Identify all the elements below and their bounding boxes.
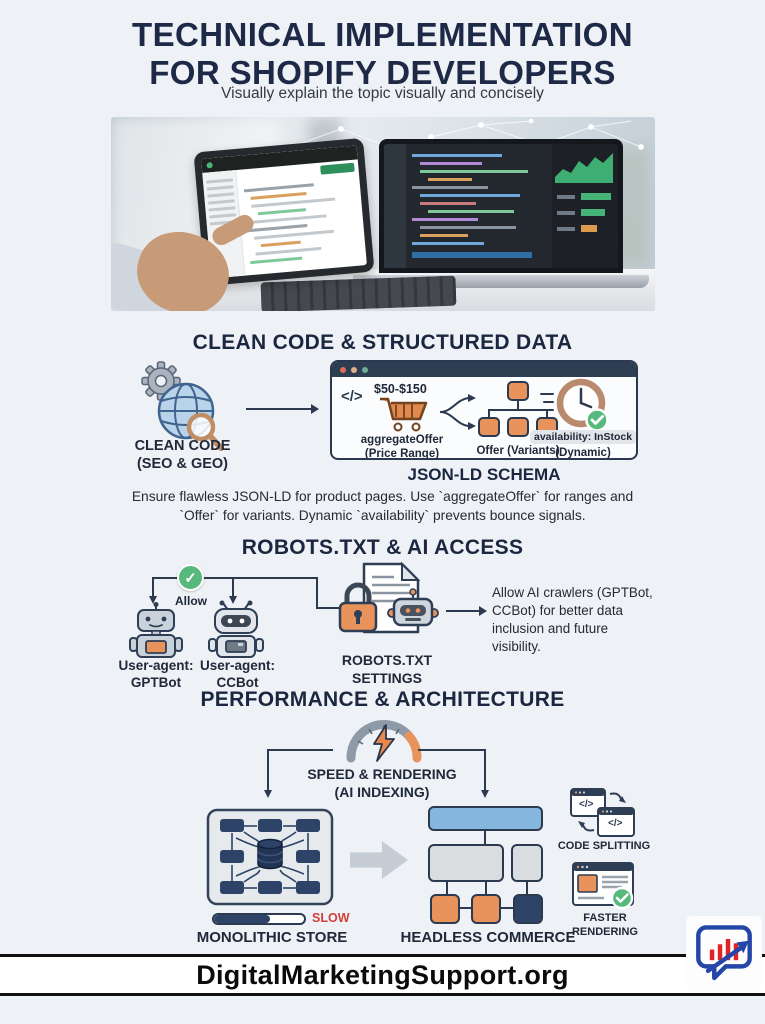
gptbot-label-line1: User-agent:	[118, 658, 194, 673]
section-performance-heading: PERFORMANCE & ARCHITECTURE	[200, 688, 565, 711]
window-dot-yellow-icon	[351, 366, 357, 373]
code-glyph-window1: </>	[579, 799, 594, 810]
gear-icon	[141, 361, 181, 401]
headless-diagram	[428, 806, 546, 926]
page-title-line1: TECHNICAL IMPLEMENTATION	[132, 16, 633, 53]
code-splitting-icon	[570, 788, 635, 837]
section-clean-code-heading: CLEAN CODE & STRUCTURED DATA	[192, 331, 573, 354]
clean-code-label-line1: CLEAN CODE	[134, 438, 231, 454]
tablet-green-button	[320, 162, 355, 175]
ccbot-robot-icon	[208, 600, 264, 658]
slow-progress-fill	[214, 915, 270, 923]
availability-dynamic-label: (Dynamic)	[555, 447, 611, 459]
clean-code-label-line2: (SEO & GEO)	[136, 456, 229, 473]
gauge-label-line1: SPEED & RENDERING	[307, 766, 457, 782]
monolithic-label: MONOLITHIC STORE	[196, 929, 348, 946]
robots-settings-line1: ROBOTS.TXT	[341, 652, 433, 668]
clean-code-icon	[141, 361, 224, 451]
robots-note-text: Allow AI crawlers (GPTBot, CCBot) for be…	[492, 585, 653, 655]
code-glyph-window2: </>	[608, 818, 623, 829]
split-arrows-icon	[439, 394, 476, 430]
ccbot-label-line2: CCBot	[216, 674, 259, 690]
code-splitting-label: CODE SPLITTING	[557, 840, 651, 852]
slow-progress-bar	[212, 913, 306, 925]
window-dot-red-icon	[340, 366, 346, 373]
speed-gauge-icon	[346, 720, 422, 763]
allow-check-icon: ✓	[177, 564, 204, 591]
tablet-content	[236, 159, 367, 275]
hero-photo	[111, 117, 655, 311]
flow-arrow-robots	[446, 606, 487, 616]
chart-bubble-logo-icon	[696, 925, 752, 981]
jsonld-caption: JSON-LD SCHEMA	[407, 465, 561, 484]
robots-settings-label: ROBOTS.TXT SETTINGS	[328, 652, 446, 687]
database-icon	[257, 838, 283, 870]
aggregate-offer-line2: (Price Range)	[364, 448, 440, 460]
tablet	[193, 137, 375, 287]
ccbot-label: User-agent: CCBot	[190, 658, 285, 692]
clean-code-icon-label: CLEAN CODE (SEO & GEO)	[110, 437, 255, 473]
clean-code-body-text: Ensure flawless JSON-LD for product page…	[131, 489, 634, 524]
desk-keyboard	[260, 275, 457, 311]
laptop-analytics-panel	[552, 144, 618, 268]
headless-label: HEADLESS COMMERCE	[400, 929, 576, 946]
aggregate-offer-line1: aggregateOffer	[360, 434, 444, 446]
monolithic-diagram	[206, 808, 334, 906]
window-dot-green-icon	[362, 366, 368, 373]
code-tag-icon: </>	[341, 388, 363, 405]
faster-rendering-label: FASTER RENDERING	[571, 912, 638, 938]
robots-settings-line2: SETTINGS	[351, 669, 422, 686]
footer-band: DigitalMarketingSupport.org	[0, 954, 765, 996]
gptbot-label-line2: GPTBot	[130, 674, 182, 690]
browser-titlebar	[332, 362, 636, 377]
page-subtitle: Visually explain the topic visually and …	[221, 85, 544, 102]
tablet-logo-dot	[206, 162, 213, 169]
headless-api-block	[428, 844, 504, 882]
headless-service-block-3	[513, 894, 543, 924]
aggregate-offer-label: aggregateOffer (Price Range)	[346, 433, 458, 460]
offer-variants-label: Offer (Variants)	[476, 445, 560, 457]
price-range-value: $50-$150	[374, 382, 427, 396]
jsonld-browser-panel: </> $50-$150 aggregateOffer (Price Range…	[330, 360, 638, 460]
transition-arrow	[350, 841, 408, 879]
page-title-line2: FOR SHOPIFY DEVELOPERS	[149, 53, 616, 91]
faster-rendering-icon	[572, 862, 634, 910]
gauge-label: SPEED & RENDERING (AI INDEXING)	[282, 766, 482, 801]
brand-logo	[686, 916, 762, 992]
gptbot-label: User-agent: GPTBot	[106, 658, 206, 692]
section-robots-heading: ROBOTS.TXT & AI ACCESS	[241, 536, 524, 559]
slow-label: SLOW	[312, 911, 350, 925]
laptop-editor-sidebar	[384, 144, 406, 268]
page-title: TECHNICAL IMPLEMENTATION FOR SHOPIFY DEV…	[0, 16, 765, 91]
footer-site-text: DigitalMarketingSupport.org	[196, 960, 569, 990]
headless-service-block-2	[471, 894, 501, 924]
laptop-code-area	[406, 144, 552, 268]
availability-badge: availability: InStock	[530, 430, 636, 444]
allow-label: Allow	[175, 594, 207, 608]
performance-branch-lines	[264, 749, 489, 798]
laptop-screen	[379, 139, 623, 273]
gptbot-robot-icon	[129, 602, 183, 658]
magnifier-icon	[186, 412, 224, 451]
dynamic-clock-icon	[540, 378, 609, 432]
headless-frontend-block	[428, 806, 543, 831]
cart-icon	[380, 397, 428, 432]
headless-service-block-1	[430, 894, 460, 924]
ccbot-label-line1: User-agent:	[199, 658, 275, 673]
robots-txt-file-icon	[338, 561, 439, 634]
gauge-label-line2: (AI INDEXING)	[334, 783, 430, 800]
headless-side-block	[511, 844, 543, 882]
flow-arrow-clean-code	[246, 404, 319, 414]
